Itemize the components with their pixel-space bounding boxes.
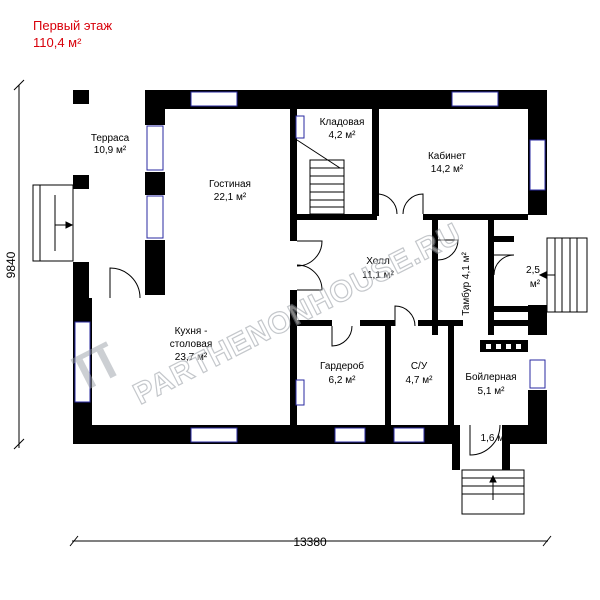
staircase: [296, 139, 345, 215]
exterior-walls: [73, 90, 547, 470]
boiler-name: Бойлерная: [465, 372, 516, 383]
storage-area: 4,2 м²: [329, 130, 357, 141]
floor-title: Первый этаж: [33, 18, 113, 33]
living-area: 22,1 м²: [214, 192, 247, 203]
entry-steps: [461, 469, 525, 515]
bathroom-name: С/У: [411, 361, 428, 372]
living-name: Гостиная: [209, 179, 251, 190]
porch-area-unit: м²: [530, 279, 541, 290]
doors: [109, 193, 515, 456]
width-dimension: [69, 535, 552, 547]
bathroom-area: 4,7 м²: [406, 375, 434, 386]
hall-area: 11,1 м²: [362, 270, 394, 281]
interior-walls: [290, 109, 528, 425]
entry-area: 1,6 м²: [481, 433, 509, 444]
wardrobe-name: Гардероб: [320, 360, 364, 372]
vestibule-label: Тамбур 4,1 м²: [460, 252, 472, 316]
watermark-logo-icon: [70, 341, 117, 389]
width-dimension-label: 13380: [293, 535, 327, 549]
porch-area-value: 2,5: [526, 265, 540, 276]
room-labels: Терраса 10,9 м² Гостиная 22,1 м² Кладова…: [91, 117, 541, 444]
terrace-area: 10,9 м²: [94, 145, 127, 156]
office-area: 14,2 м²: [431, 164, 464, 175]
porch-steps: [538, 237, 588, 313]
radiator: [486, 344, 521, 349]
storage-name: Кладовая: [320, 117, 365, 128]
height-dimension: [13, 79, 25, 450]
wardrobe-area: 6,2 м²: [329, 375, 357, 386]
terrace-steps: [32, 184, 74, 262]
kitchen-line2: столовая: [170, 339, 213, 350]
terrace-name: Терраса: [91, 133, 130, 144]
office-name: Кабинет: [428, 150, 466, 162]
kitchen-area: 23,7 м²: [175, 352, 208, 363]
boiler-area: 5,1 м²: [478, 386, 506, 397]
hall-name: Холл: [366, 256, 390, 267]
height-dimension-label: 9840: [4, 251, 18, 278]
kitchen-line1: Кухня -: [175, 326, 208, 337]
floor-area: 110,4 м²: [33, 35, 82, 50]
windows: [74, 91, 546, 443]
